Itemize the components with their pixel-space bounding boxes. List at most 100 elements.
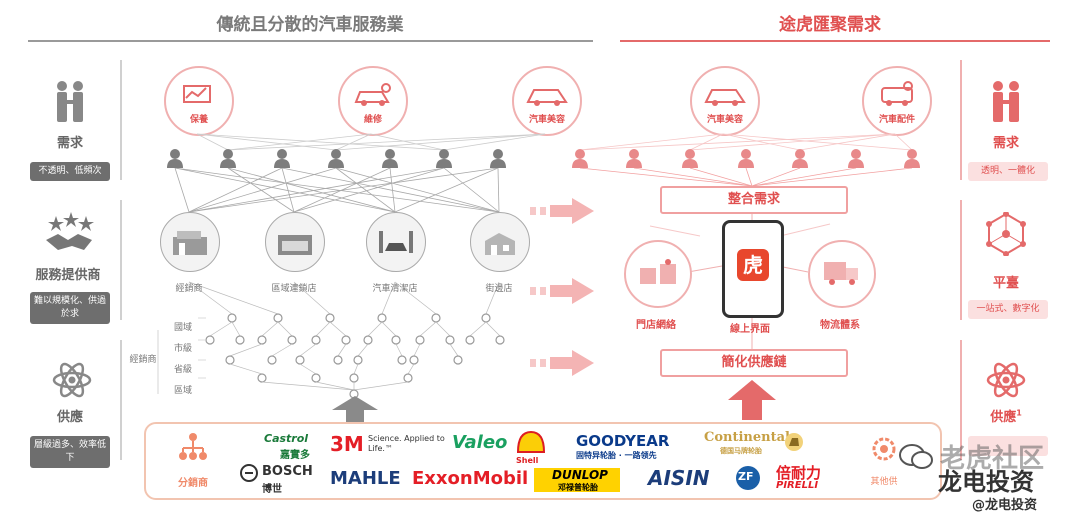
- right-title-rule: [620, 40, 1050, 42]
- tree-node: [311, 335, 321, 345]
- right-supply-label: 供應1: [990, 408, 1022, 425]
- right-arrow-pink: [530, 350, 594, 376]
- provider-label: 汽車清潔店: [372, 284, 418, 294]
- tree-node: [235, 335, 245, 345]
- right-section-title: 途虎匯聚需求: [779, 15, 881, 35]
- shell-logo-icon: [516, 430, 546, 453]
- car-parts-service-icon: 汽車配件: [862, 66, 932, 136]
- tree-node: [257, 373, 267, 383]
- right-platform-label: 平臺: [992, 276, 1019, 291]
- mahle-logo: MAHLE: [330, 468, 401, 489]
- continental-horse-icon: [785, 433, 803, 451]
- wechat-icon: [899, 444, 933, 469]
- right-divider: [960, 340, 962, 460]
- repair-label: 維修: [363, 115, 382, 125]
- tree-node: [325, 313, 335, 323]
- tree-node: [415, 335, 425, 345]
- castrol-logo: Castrol: [264, 432, 309, 445]
- logistics-label: 物流體系: [820, 320, 860, 331]
- tree-node: [227, 313, 237, 323]
- network-hexagon-icon: [986, 212, 1026, 256]
- tree-node: [431, 313, 441, 323]
- continental-logo: Continental: [704, 430, 790, 445]
- distribution-level: 國域: [173, 323, 192, 333]
- car-wash-store-icon: [366, 212, 426, 272]
- person-icon: [166, 148, 184, 168]
- person-icon: [571, 148, 589, 168]
- up-arrow-red: [728, 380, 776, 420]
- 3m-tagline: Science. Applied to Life.™: [368, 434, 445, 453]
- tree-node: [391, 335, 401, 345]
- left-demand-label: 需求: [56, 136, 83, 151]
- left-supply-pill: 層級過多、效率低下: [30, 436, 110, 468]
- continental-cn: 德国马牌轮胎: [720, 447, 762, 455]
- left-divider: [120, 60, 122, 180]
- simplify-supply-box: 簡化供應鏈: [660, 349, 848, 377]
- person-icon: [847, 148, 865, 168]
- car-beauty-label: 汽車美容: [706, 115, 743, 125]
- tree-node: [353, 355, 363, 365]
- goodyear-cn: 固特异轮胎 · 一路领先: [576, 451, 657, 460]
- zf-logo-icon: [736, 466, 760, 490]
- distributor-label: 分銷商: [178, 478, 208, 489]
- right-divider: [960, 60, 962, 180]
- bosch-logo: BOSCH: [262, 464, 313, 479]
- distributor-icon: [179, 433, 207, 460]
- tree-node: [311, 373, 321, 383]
- handshake-stars-icon: [46, 212, 94, 250]
- regional-chain-store-icon: [265, 212, 325, 272]
- tree-node: [397, 355, 407, 365]
- dealer-store-icon: [160, 212, 220, 272]
- provider-label: 區域連鎖店: [271, 284, 317, 294]
- bosch-cn: 博世: [262, 484, 282, 495]
- left-divider: [120, 340, 122, 460]
- person-icon: [327, 148, 345, 168]
- pirelli-cn: 倍耐力: [776, 464, 822, 482]
- tree-node: [341, 335, 351, 345]
- car-beauty-service-icon: 汽車美容: [512, 66, 582, 136]
- tree-node: [377, 313, 387, 323]
- provider-label: 經銷商: [175, 284, 203, 294]
- tree-node: [257, 335, 267, 345]
- person-icon: [791, 148, 809, 168]
- person-icon: [489, 148, 507, 168]
- right-demand-pill: 透明、一體化: [968, 162, 1048, 181]
- right-arrow-pink: [530, 198, 594, 224]
- store-network-icon: [624, 240, 692, 308]
- aisin-logo: AISIN: [648, 466, 710, 490]
- right-supply-pill: [968, 436, 1048, 456]
- shell-label: Shell: [516, 456, 539, 465]
- online-interface-label: 線上界面: [730, 324, 770, 335]
- tree-node: [363, 335, 373, 345]
- phone-mockup: 虎: [722, 220, 784, 318]
- left-demand-pill: 不透明、低頻次: [30, 162, 110, 181]
- distribution-level: 區域: [173, 386, 192, 396]
- exxonmobil-logo: ExxonMobil: [412, 468, 529, 489]
- gear-car-icon: [872, 437, 896, 461]
- maintenance-label: 保養: [189, 115, 208, 125]
- tree-node: [333, 355, 343, 365]
- tree-node: [495, 335, 505, 345]
- tree-node: [445, 335, 455, 345]
- tree-node: [453, 355, 463, 365]
- street-shop-icon: [470, 212, 530, 272]
- up-arrow-gray: [332, 396, 378, 422]
- tree-node: [267, 355, 277, 365]
- castrol-cn: 嘉實多: [280, 450, 310, 461]
- left-provider-label: 服務提供商: [35, 268, 101, 283]
- left-provider-pill: 難以規模化、供過於求: [30, 292, 110, 324]
- tree-node: [295, 355, 305, 365]
- left-supply-label: 供應: [56, 410, 83, 425]
- handshake-people-icon: [57, 81, 83, 122]
- tree-node: [409, 355, 419, 365]
- right-arrow-pink: [530, 278, 594, 304]
- right-platform-pill: 一站式、數字化: [968, 300, 1048, 319]
- person-icon: [737, 148, 755, 168]
- logistics-icon: [808, 240, 876, 308]
- integrate-demand-box: 整合需求: [660, 186, 848, 214]
- watermark-line2: 龙电投资: [938, 468, 1034, 496]
- store-network-label: 門店網絡: [636, 320, 676, 331]
- zf-logo: ZF: [738, 470, 754, 483]
- left-divider: [120, 200, 122, 320]
